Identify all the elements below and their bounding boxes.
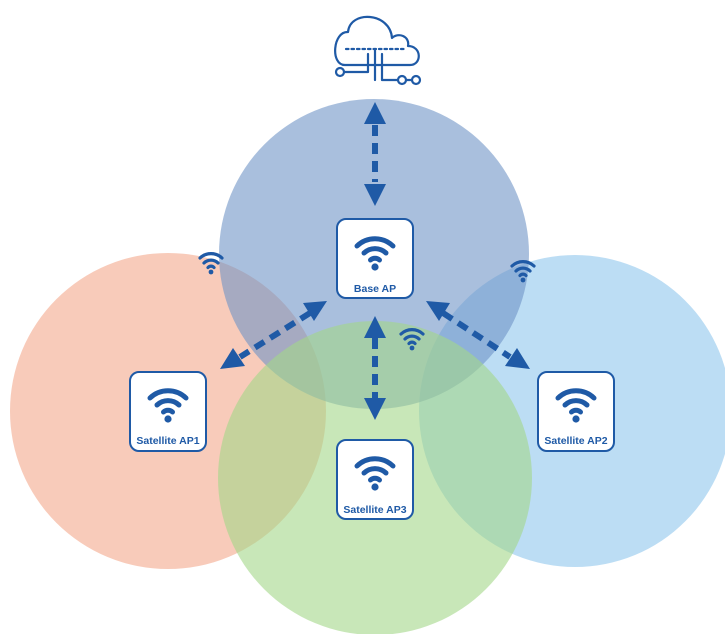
satellite-ap1-node: Satellite AP1	[129, 371, 207, 452]
satellite-ap2-node: Satellite AP2	[537, 371, 615, 452]
cloud-network-icon	[334, 15, 422, 86]
satellite-ap2-label: Satellite AP2	[544, 435, 607, 447]
base-ap-node: Base AP	[336, 218, 414, 299]
cloud-base-link	[364, 102, 386, 206]
base-satellite2-link	[426, 301, 530, 369]
satellite-ap1-label: Satellite AP1	[136, 435, 199, 447]
satellite-ap3-node: Satellite AP3	[336, 439, 414, 520]
satellite-ap3-label: Satellite AP3	[343, 504, 406, 516]
base-ap-label: Base AP	[354, 283, 396, 295]
base-satellite1-link	[220, 301, 327, 369]
base-satellite3-link	[364, 316, 386, 420]
